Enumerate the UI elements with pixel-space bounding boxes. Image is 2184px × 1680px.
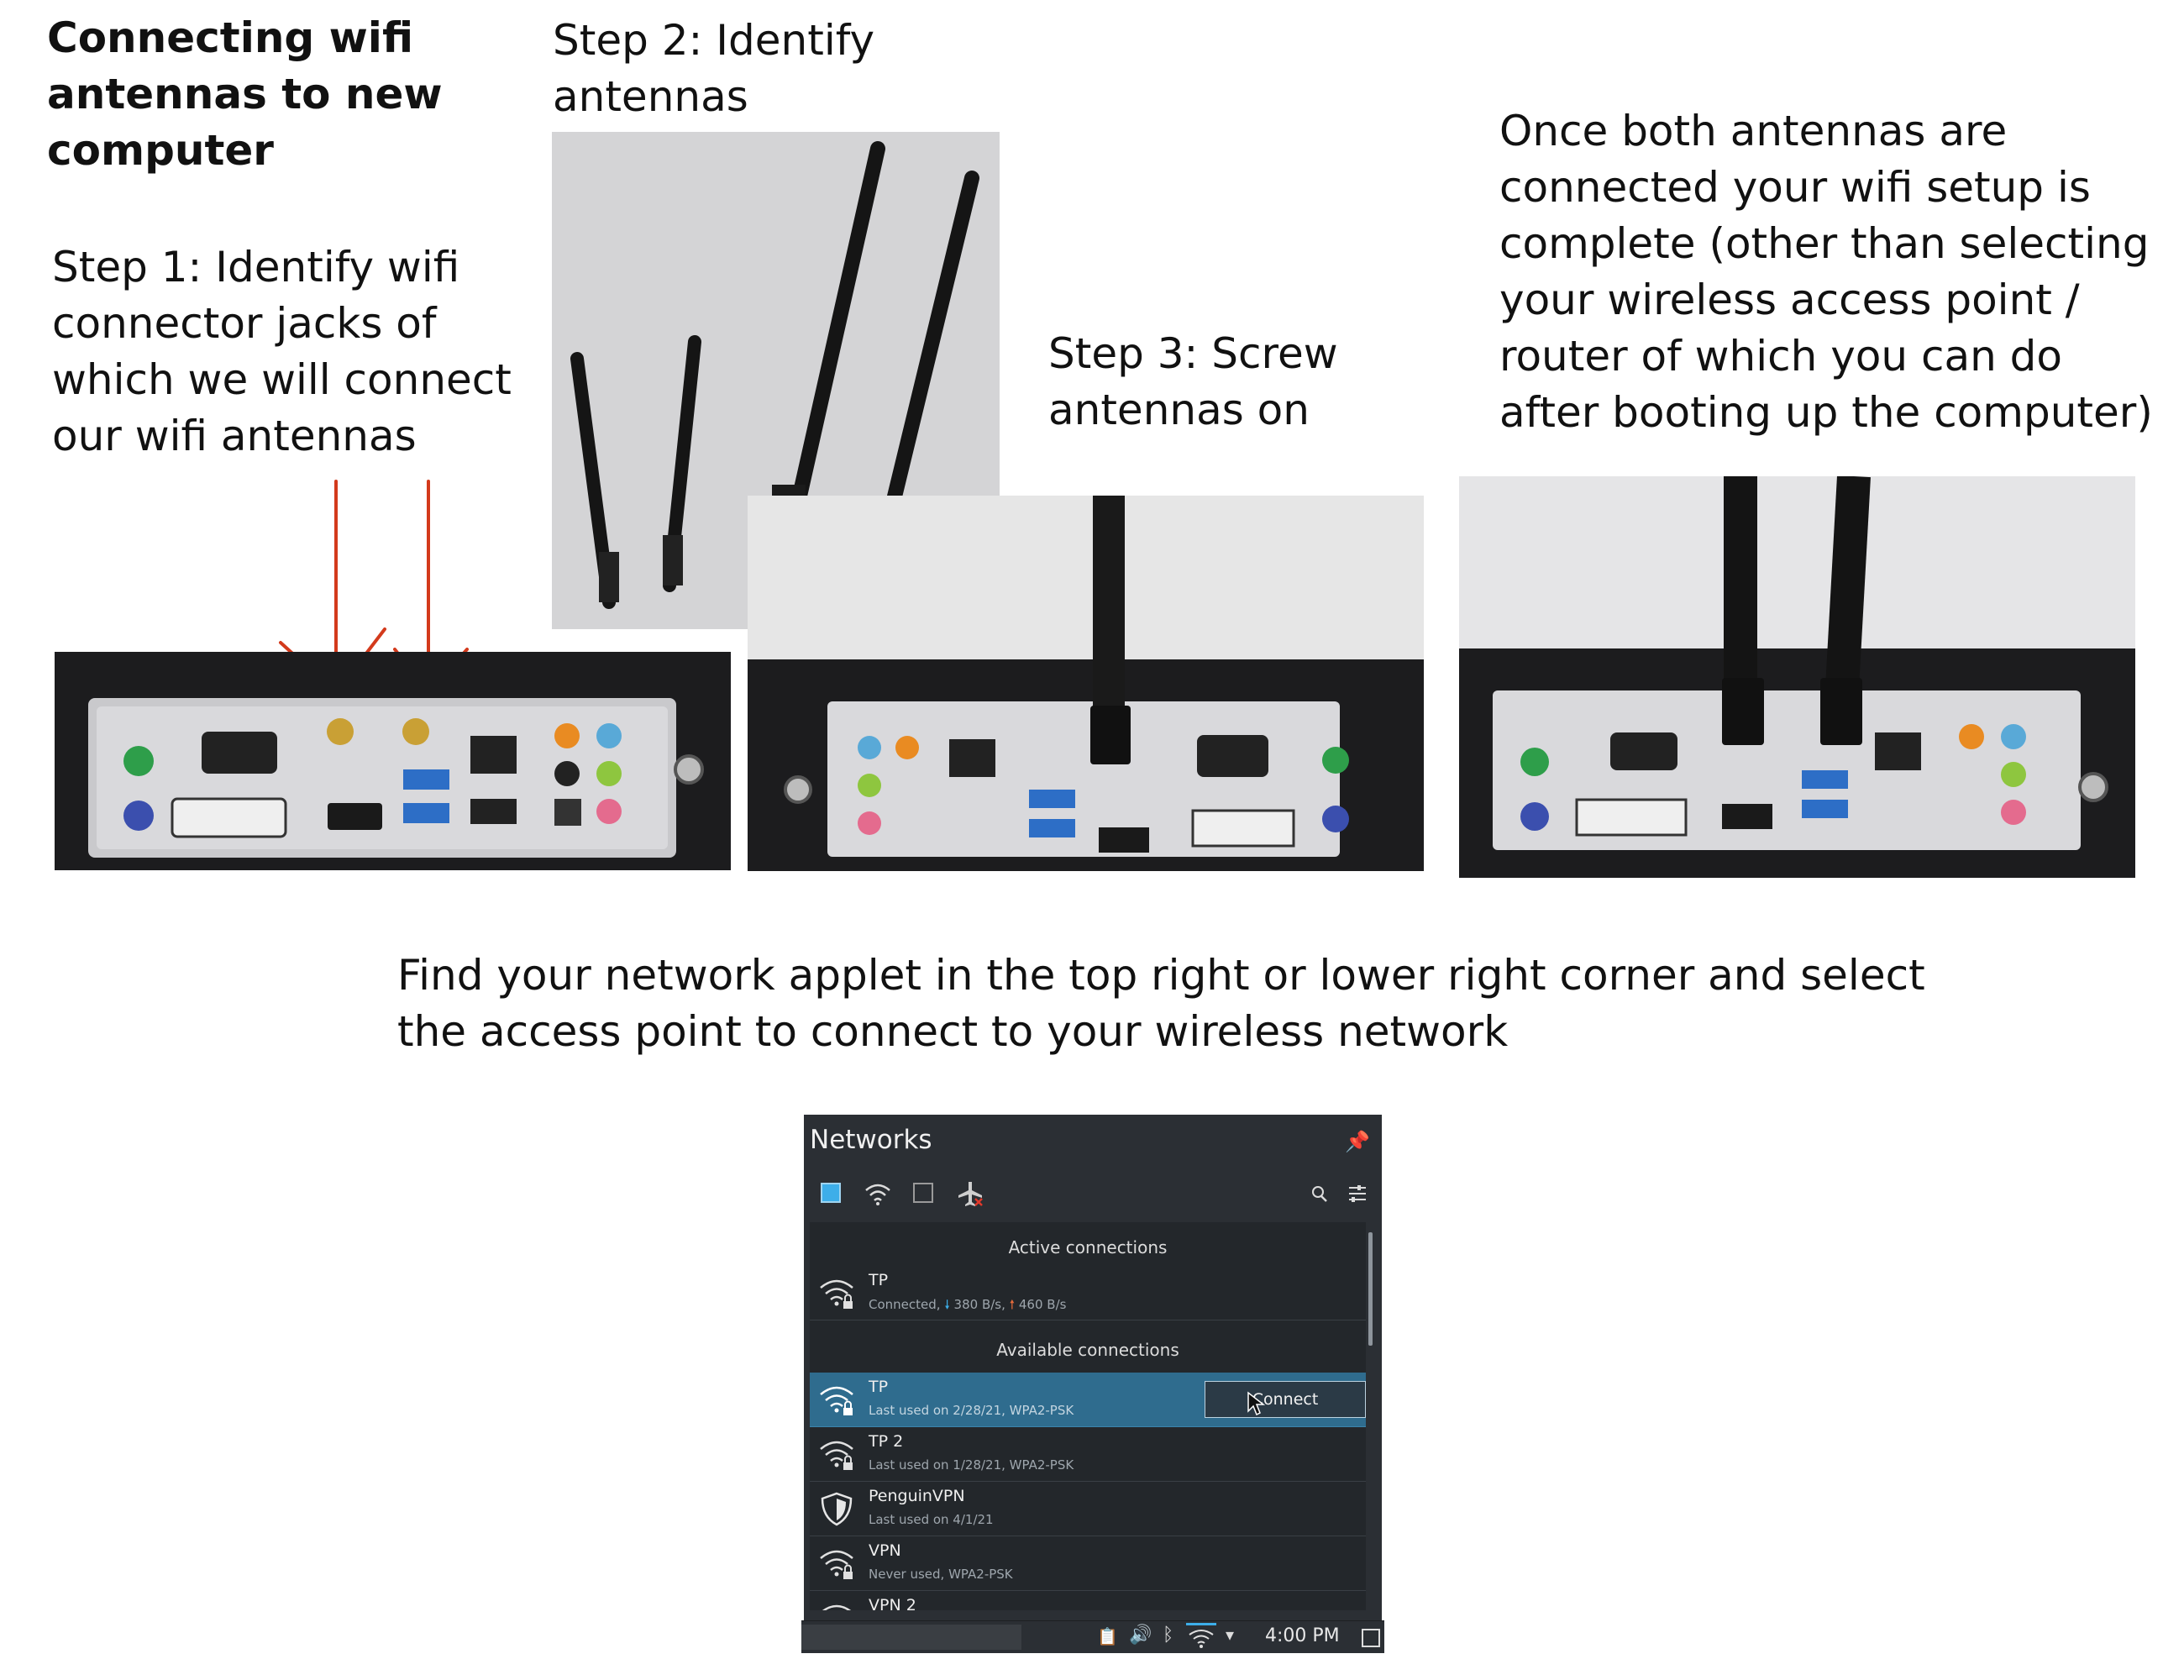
taskbar-task-area[interactable] [801,1625,1021,1650]
wifi-lock-icon [820,1386,853,1415]
volume-icon[interactable]: 🔊 [1129,1625,1152,1646]
io-panel-photo-step1 [55,652,731,870]
step3-caption: Step 3: Screw antennas on [1048,329,1338,434]
upload-icon: 🠕 [1009,1297,1016,1312]
applet-title: Networks [810,1125,932,1155]
page-title: Connecting wifi antennas to new computer [47,13,443,175]
wwan-checkbox-icon[interactable] [911,1177,935,1210]
connection-name: TP [869,1378,889,1396]
airplane-mode-icon[interactable] [955,1177,985,1210]
connections-list: Active connections TP Connected, 🠗 380 B… [810,1222,1366,1610]
available-connection-row[interactable]: VPN 2 [810,1591,1366,1610]
wifi-lock-icon [820,1279,853,1309]
taskbar-clock[interactable]: 4:00 PM [1265,1625,1340,1646]
step4-caption: Once both antennas are connected your wi… [1499,107,2153,437]
connection-name: VPN 2 [869,1596,916,1610]
wifi-lock-icon [820,1550,853,1579]
connection-detail: Last used on 1/28/21, WPA2-PSK [869,1457,1074,1473]
wifi-lock-icon [820,1441,853,1470]
upload-rate: 460 B/s [1018,1297,1067,1312]
tray-expand-icon[interactable]: ▾ [1226,1625,1235,1645]
wifi-icon[interactable] [863,1177,893,1210]
connection-detail: Last used on 2/28/21, WPA2-PSK [869,1403,1074,1418]
connect-button[interactable]: Connect [1205,1381,1366,1418]
active-connection-row[interactable]: TP Connected, 🠗 380 B/s, 🠕 460 B/s [810,1266,1366,1320]
show-desktop-icon[interactable] [1361,1628,1381,1648]
connection-detail: Last used on 4/1/21 [869,1512,994,1527]
connection-name: PenguinVPN [869,1487,965,1505]
pin-icon[interactable]: 📌 [1345,1130,1370,1153]
clipboard-icon[interactable]: 📋 [1097,1626,1118,1646]
available-connection-row[interactable]: PenguinVPN Last used on 4/1/21 [810,1482,1366,1536]
network-tray-icon[interactable] [1186,1623,1216,1651]
available-connection-row[interactable]: VPN Never used, WPA2-PSK [810,1536,1366,1591]
active-connection-name: TP [869,1271,889,1289]
completed-setup-photo [1459,476,2135,878]
available-connections-header: Available connections [996,1340,1179,1360]
download-icon: 🠗 [944,1297,950,1312]
search-icon[interactable] [1308,1177,1331,1210]
network-instruction: Find your network applet in the top righ… [397,951,1925,1056]
step2-caption: Step 2: Identify antennas [553,16,875,121]
connection-name: TP 2 [869,1432,904,1451]
bluetooth-icon[interactable]: ᛒ [1163,1625,1174,1646]
available-connection-row[interactable]: TP Last used on 2/28/21, WPA2-PSK Connec… [810,1373,1366,1427]
settings-icon[interactable] [1346,1177,1369,1210]
step1-caption: Step 1: Identify wifi connector jacks of… [52,243,512,460]
networks-applet: Networks 📌 Active connections TP Connect… [801,1115,1384,1653]
active-connections-header: Active connections [1008,1237,1168,1257]
taskbar: 📋 🔊 ᛒ ▾ 4:00 PM [801,1620,1384,1653]
connection-detail: Never used, WPA2-PSK [869,1567,1013,1582]
ethernet-checkbox-icon[interactable] [819,1177,843,1210]
screw-antennas-photo [748,496,1424,871]
available-connection-row[interactable]: TP 2 Last used on 1/28/21, WPA2-PSK [810,1427,1366,1482]
vpn-shield-icon [821,1492,853,1526]
wifi-icon [822,1604,852,1610]
connection-status-text: Connected, [869,1297,941,1312]
active-connection-status: Connected, 🠗 380 B/s, 🠕 460 B/s [869,1296,1066,1317]
download-rate: 380 B/s, [953,1297,1005,1312]
scrollbar[interactable] [1368,1232,1373,1346]
mouse-cursor-icon [1247,1391,1265,1416]
connection-name: VPN [869,1541,901,1560]
